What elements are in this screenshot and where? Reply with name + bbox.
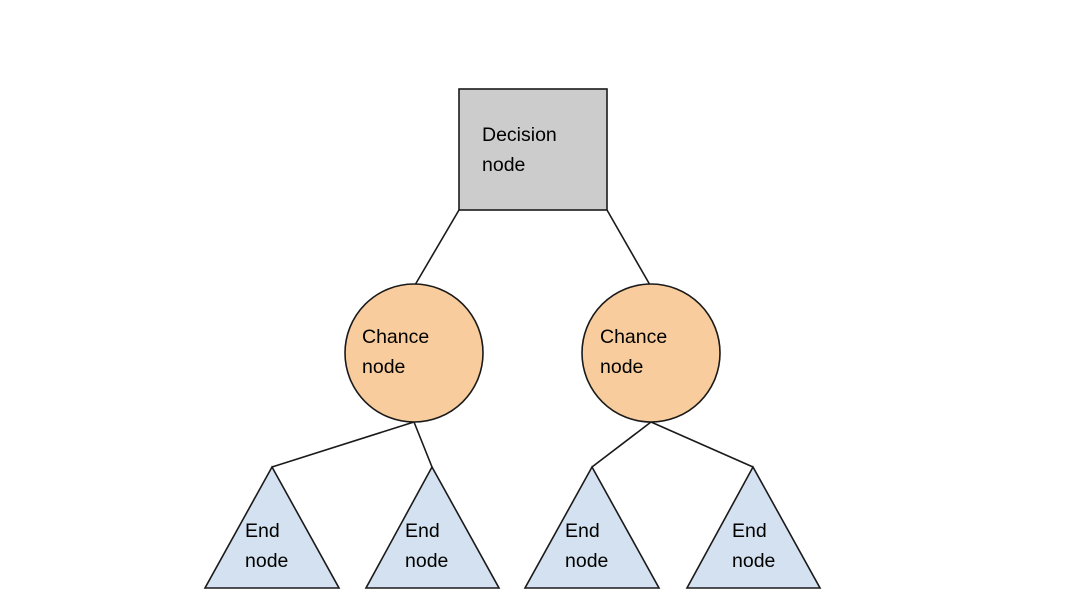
end-node-3-shape[interactable] [523, 465, 661, 589]
chance-node-left-label-line1: Chance [362, 326, 429, 348]
chance-node-left[interactable]: Chance node [344, 283, 484, 423]
decision-node-label-line1: Decision [482, 124, 557, 146]
end-node-3-label-line1: End [565, 520, 600, 542]
edge-chance-left-to-end-1 [271, 421, 415, 468]
decision-node[interactable]: Decision node [458, 88, 608, 211]
edge-chance-left-to-end-2 [413, 421, 433, 468]
end-node-4-label-line2: node [732, 550, 775, 572]
chance-node-right-shape[interactable] [581, 283, 721, 423]
chance-node-right-label-line2: node [600, 356, 643, 378]
end-node-4-label-line1: End [732, 520, 767, 542]
end-node-3-label-line2: node [565, 550, 608, 572]
decision-node-label-line2: node [482, 154, 525, 176]
end-node-1[interactable]: End node [203, 465, 341, 589]
end-node-4[interactable]: End node [685, 465, 822, 589]
end-node-2-label-line2: node [405, 550, 448, 572]
end-node-2-shape[interactable] [364, 465, 501, 589]
end-node-1-shape[interactable] [203, 465, 341, 589]
chance-node-right[interactable]: Chance node [581, 283, 721, 423]
edge-group [271, 209, 754, 468]
edge-chance-right-to-end-3 [591, 421, 652, 468]
edge-chance-right-to-end-4 [650, 421, 754, 468]
chance-node-left-label-line2: node [362, 356, 405, 378]
end-node-2[interactable]: End node [364, 465, 501, 589]
decision-node-shape[interactable] [458, 88, 608, 211]
end-node-2-label-line1: End [405, 520, 440, 542]
end-node-4-shape[interactable] [685, 465, 822, 589]
edge-decision-to-chance-right [606, 209, 651, 286]
end-node-3[interactable]: End node [523, 465, 661, 589]
edge-decision-to-chance-left [414, 209, 460, 286]
chance-node-left-shape[interactable] [344, 283, 484, 423]
chance-node-right-label-line1: Chance [600, 326, 667, 348]
end-node-1-label-line2: node [245, 550, 288, 572]
end-node-1-label-line1: End [245, 520, 280, 542]
